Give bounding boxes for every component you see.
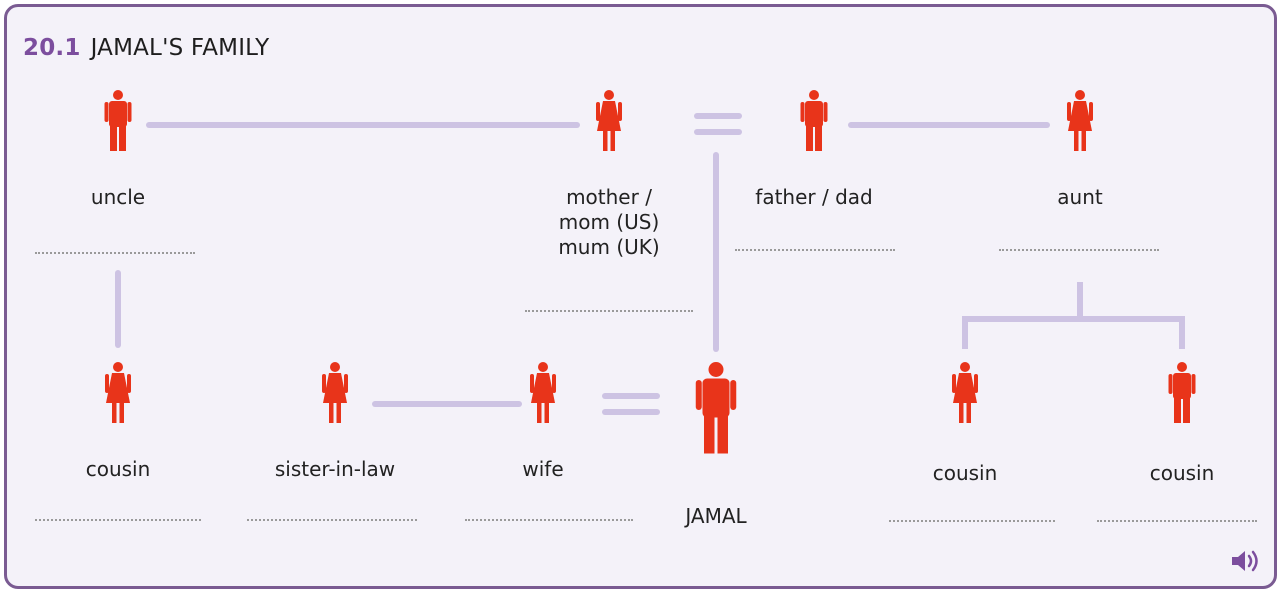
- person-icon-cousin-aunt-f: [952, 362, 978, 423]
- label-cousin-aunt-m: cousin: [1149, 461, 1215, 485]
- label-cousin-aunt-f: cousin: [932, 461, 998, 485]
- label-cousin-left: cousin: [85, 457, 151, 481]
- answer-line-wife[interactable]: [465, 519, 633, 521]
- answer-line-uncle[interactable]: [35, 252, 195, 254]
- person-icon-aunt: [1067, 90, 1093, 151]
- person-icon-mother: [596, 90, 622, 151]
- page-title: 20.1 JAMAL'S FAMILY: [23, 35, 269, 61]
- person-icon-cousin-aunt-m: [1168, 362, 1196, 423]
- figures: [104, 90, 1196, 454]
- section-title: JAMAL'S FAMILY: [90, 35, 270, 61]
- person-icon-cousin-left: [105, 362, 131, 423]
- label-sister-in-law: sister-in-law: [274, 457, 396, 481]
- person-icon-jamal: [695, 362, 737, 454]
- equals-signs: [602, 113, 742, 415]
- person-icon-uncle: [104, 90, 132, 151]
- label-mother: mother / mom (US) mum (UK): [558, 185, 660, 259]
- person-icon-sister-in-law: [322, 362, 348, 423]
- answer-line-father[interactable]: [735, 249, 895, 251]
- answer-line-mother[interactable]: [525, 310, 693, 312]
- aunt-children-branch: [962, 282, 1185, 349]
- family-panel: 20.1 JAMAL'S FAMILY uncle mother / mom (U…: [4, 4, 1277, 589]
- answer-line-cousin-aunt-m[interactable]: [1097, 520, 1257, 522]
- label-jamal: JAMAL: [685, 504, 747, 528]
- person-icon-father: [800, 90, 828, 151]
- family-tree-diagram: [104, 90, 1196, 454]
- label-wife: wife: [522, 457, 564, 481]
- label-aunt: aunt: [1057, 185, 1103, 209]
- audio-button[interactable]: [1229, 546, 1263, 580]
- label-father: father / dad: [755, 185, 873, 209]
- answer-line-sister-in-law[interactable]: [247, 519, 417, 521]
- answer-line-cousin-left[interactable]: [35, 519, 201, 521]
- answer-line-aunt[interactable]: [999, 249, 1159, 251]
- connectors: [115, 122, 1185, 407]
- section-number: 20.1: [23, 35, 81, 61]
- answer-line-cousin-aunt-f[interactable]: [889, 520, 1055, 522]
- speaker-icon: [1232, 550, 1258, 572]
- label-uncle: uncle: [90, 185, 146, 209]
- person-icon-wife: [530, 362, 556, 423]
